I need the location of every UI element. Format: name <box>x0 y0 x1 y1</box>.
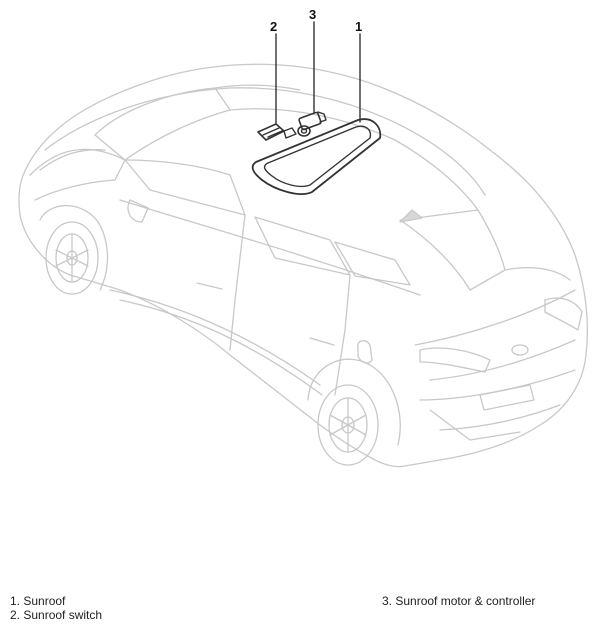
fuel-door <box>357 340 373 364</box>
rear-wheel <box>317 384 379 466</box>
callout-number-2: 2 <box>270 19 277 34</box>
side-mirror <box>127 199 149 223</box>
front-wheel <box>45 221 99 295</box>
hood <box>29 148 126 201</box>
left-tail-lamp <box>419 347 491 373</box>
front-side-window <box>124 159 246 216</box>
shark-fin-antenna <box>399 209 423 223</box>
legend-column-right: 3. Sunroof motor & controller <box>382 594 535 608</box>
legend-column-left: 1. Sunroof 2. Sunroof switch <box>10 594 102 622</box>
legend-item-sunroof-motor: 3. Sunroof motor & controller <box>382 594 536 608</box>
callout-number-1: 1 <box>355 19 362 34</box>
rear-wheel-arch <box>307 358 401 446</box>
rear-window <box>399 209 506 291</box>
front-door-handle <box>196 282 223 290</box>
car-diagram: 2 3 1 <box>18 7 588 468</box>
sunroof-outer <box>251 118 382 195</box>
sunroof-components <box>251 21 382 195</box>
sunroof-motor <box>297 111 327 137</box>
callout-number-3: 3 <box>309 7 316 22</box>
front-wheel-arch <box>39 204 109 291</box>
legend-item-sunroof: 1. Sunroof <box>10 594 66 608</box>
rear-emblem <box>511 344 529 356</box>
roof-line <box>44 87 486 196</box>
car-body <box>18 63 588 468</box>
license-plate <box>479 384 535 411</box>
sunroof-switch <box>257 123 297 141</box>
rear-door-cut <box>334 274 351 396</box>
rear-bumper <box>419 369 576 401</box>
legend-item-sunroof-switch: 2. Sunroof switch <box>10 608 103 622</box>
front-door-cut <box>229 214 246 351</box>
windshield <box>94 87 231 161</box>
sunroof-inner <box>263 125 372 188</box>
car-silhouette <box>18 63 588 468</box>
rear-door-handle <box>309 337 335 346</box>
